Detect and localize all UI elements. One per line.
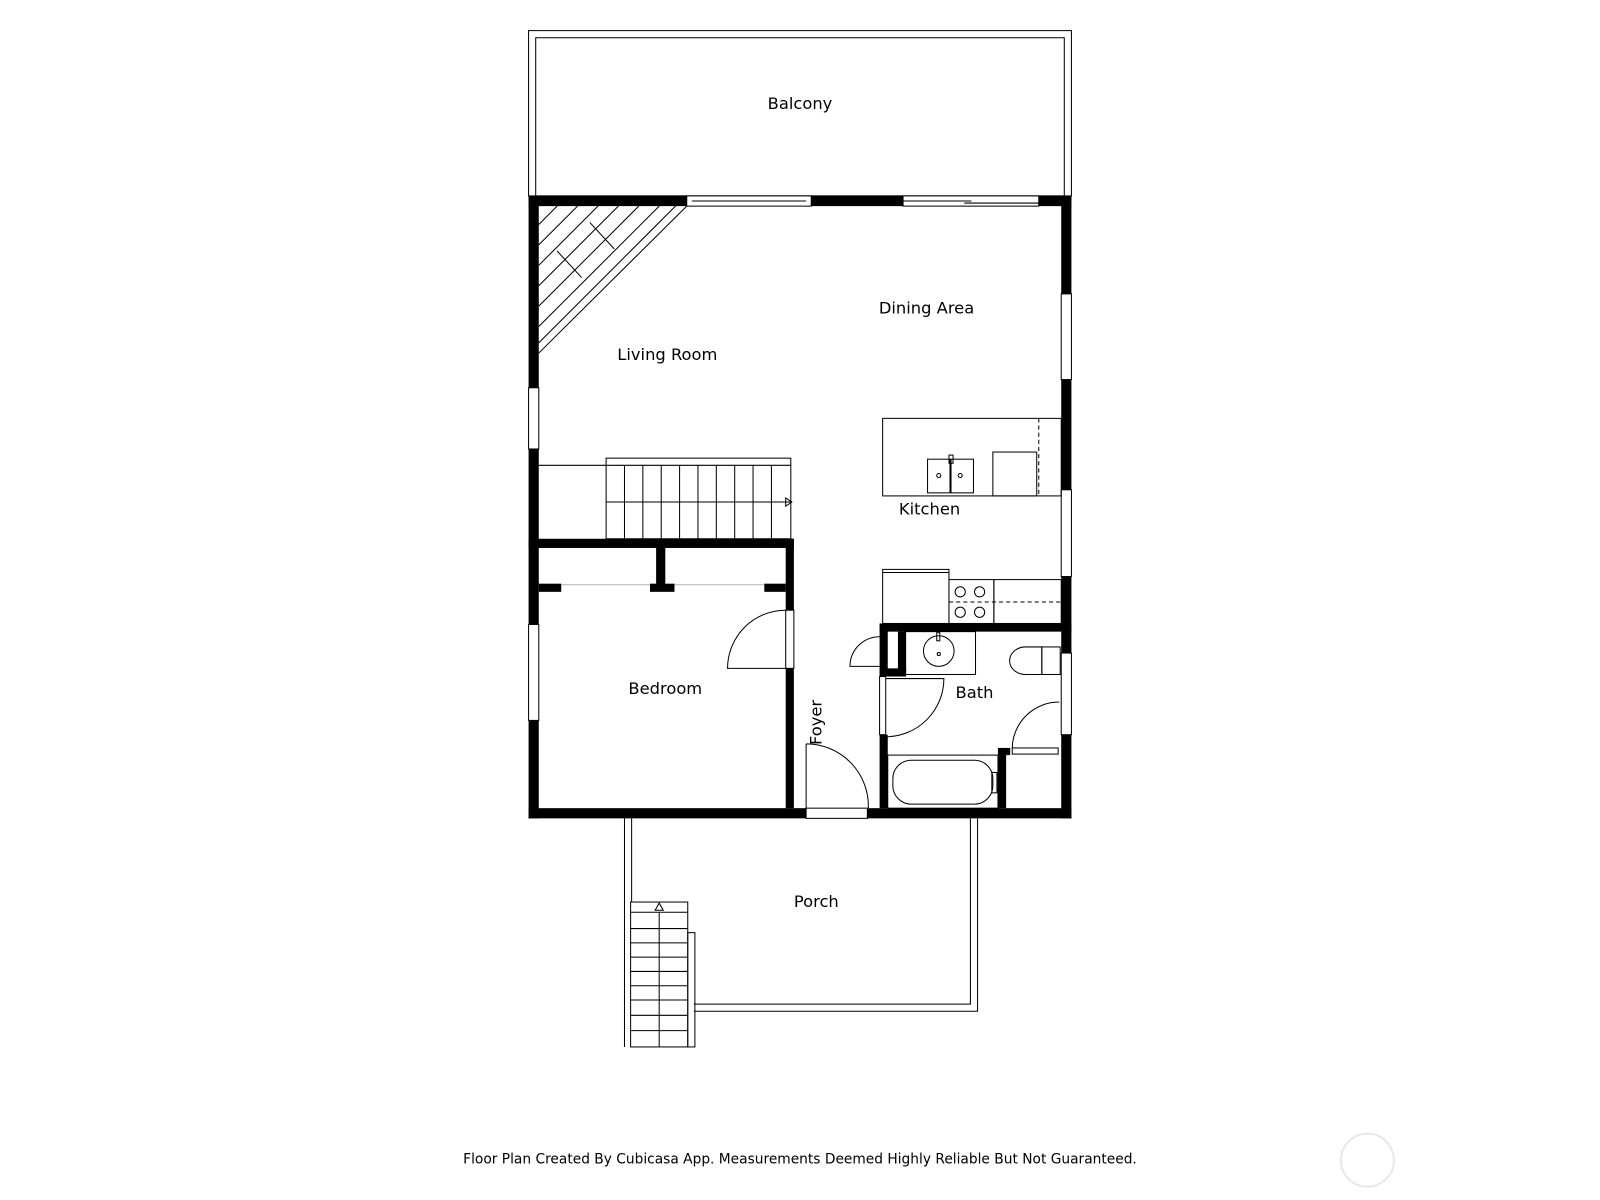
label-kitchen: Kitchen (899, 499, 960, 518)
windows (528, 195, 1072, 736)
porch-stairs (630, 901, 696, 1048)
main-stairs (538, 457, 793, 540)
corner-stairs (538, 205, 688, 354)
label-dining-area: Dining Area (879, 298, 974, 317)
porch (623, 818, 979, 1047)
bath-fixtures (887, 631, 1061, 809)
kitchen-island (882, 417, 1062, 497)
watermark-logo (1339, 1132, 1395, 1188)
doors (727, 609, 1060, 819)
walls (528, 195, 1072, 819)
label-living-room: Living Room (617, 345, 717, 364)
label-foyer: Foyer (806, 700, 825, 745)
kitchen-counter (882, 568, 1062, 624)
label-bath: Bath (956, 683, 994, 702)
label-balcony: Balcony (768, 94, 833, 113)
label-bedroom: Bedroom (628, 679, 702, 698)
balcony (528, 30, 1072, 197)
label-porch: Porch (794, 892, 839, 911)
footer-disclaimer: Floor Plan Created By Cubicasa App. Meas… (463, 1151, 1137, 1167)
